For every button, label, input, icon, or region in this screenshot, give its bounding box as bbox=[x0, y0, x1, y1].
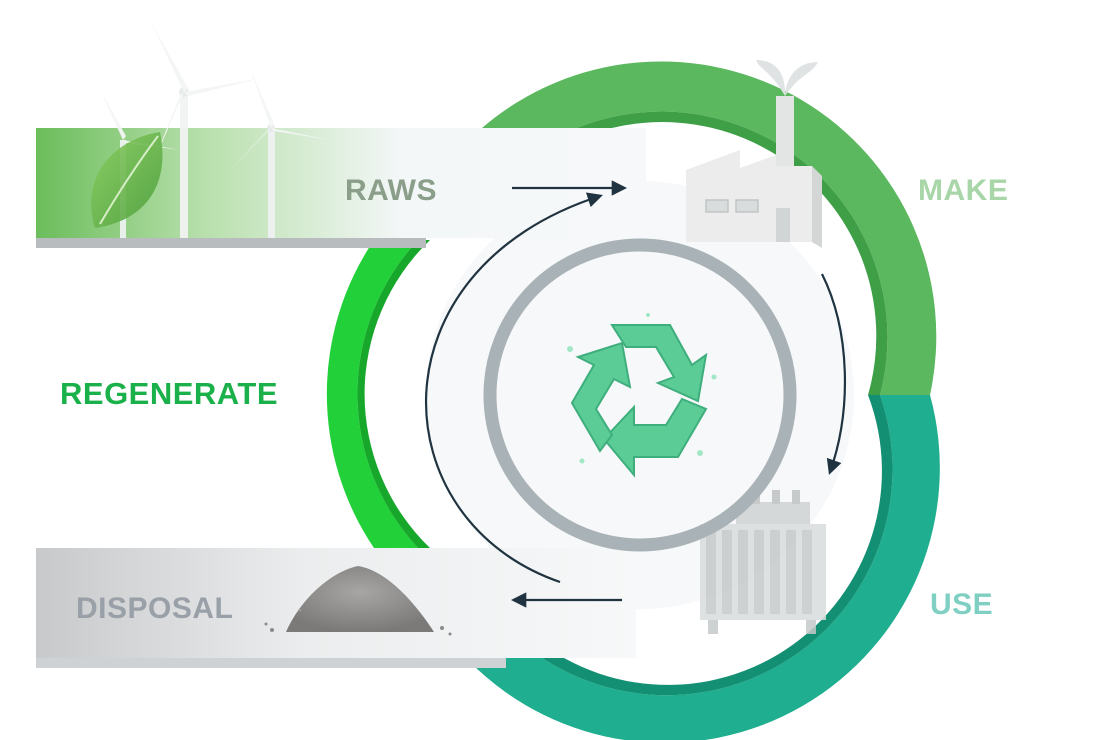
stage-label-raws: RAWS bbox=[345, 174, 437, 207]
arrow-regenerate-to-make bbox=[424, 192, 603, 584]
stage-label-make: MAKE bbox=[918, 174, 1009, 207]
regenerate-arc bbox=[326, 240, 418, 548]
outer-ring-teal bbox=[470, 395, 940, 740]
raws-band-shadow bbox=[36, 238, 426, 248]
factory-with-sprout-icon bbox=[686, 60, 822, 248]
outer-ring-green bbox=[482, 61, 937, 395]
dirt-pile-image bbox=[264, 566, 452, 636]
recycle-icon bbox=[567, 313, 717, 478]
stage-label-regenerate: REGENERATE bbox=[60, 376, 279, 411]
transformer-image bbox=[700, 490, 826, 634]
disposal-band-shadow bbox=[36, 658, 506, 668]
regenerate-arc-shade bbox=[357, 240, 430, 548]
stage-label-use: USE bbox=[930, 588, 994, 621]
arrow-make-to-use bbox=[821, 273, 847, 475]
stage-label-disposal: DISPOSAL bbox=[76, 592, 234, 625]
inner-ring bbox=[483, 238, 797, 552]
